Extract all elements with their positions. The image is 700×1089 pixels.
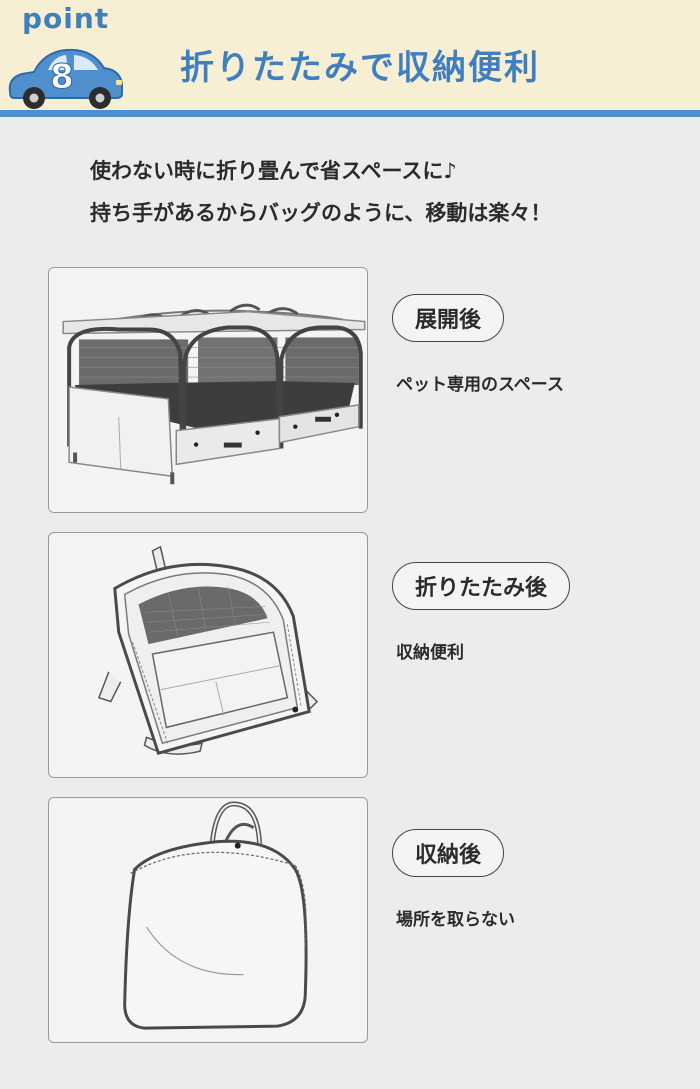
page-title: 折りたたみで収納便利 <box>180 48 540 88</box>
caption-folded: 収納便利 <box>396 643 464 663</box>
caption-expanded: ペット専用のスペース <box>396 375 564 395</box>
point-label: point <box>22 2 110 35</box>
badge-stored: 収納後 <box>392 829 505 877</box>
header-divider <box>0 110 700 117</box>
intro-line-1: 使わない時に折り畳んで省スペースに♪ <box>90 159 457 183</box>
folded-carrier-image <box>48 532 368 778</box>
badge-expanded: 展開後 <box>392 294 505 342</box>
intro-text: 使わない時に折り畳んで省スペースに♪ 持ち手があるからバッグのように、移動は楽々… <box>90 150 670 234</box>
badge-folded: 折りたたみ後 <box>392 562 571 610</box>
expanded-carrier-image <box>48 267 368 513</box>
point-number: 8 <box>50 57 74 97</box>
car-icon: 8 <box>4 38 126 110</box>
intro-line-2: 持ち手があるからバッグのように、移動は楽々！ <box>90 201 552 225</box>
caption-stored: 場所を取らない <box>396 910 515 930</box>
stored-bag-image <box>48 797 368 1043</box>
